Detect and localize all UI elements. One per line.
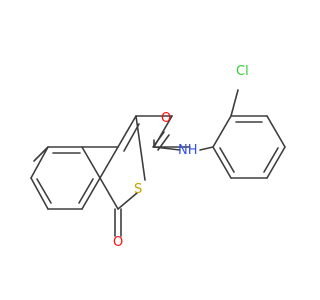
atom-label-s: S [134, 182, 142, 197]
molecule-diagram: Cl NH O S O [30, 64, 286, 250]
atom-label-o-amide: O [161, 111, 171, 126]
bond [152, 131, 165, 148]
bond [30, 177, 49, 210]
bond [123, 123, 140, 152]
bond [135, 115, 146, 181]
bond [117, 192, 138, 210]
bond [81, 177, 101, 210]
bond [263, 147, 279, 173]
structure-svg: Cl NH O S O [30, 64, 286, 250]
bond [230, 89, 239, 117]
bond [81, 146, 101, 179]
bond [78, 178, 94, 204]
bond [212, 146, 232, 179]
bond [33, 146, 49, 162]
atom-label-cl: Cl [236, 64, 249, 79]
bond [36, 178, 52, 204]
atom-label-o-carbonyl: O [113, 235, 123, 250]
bond [199, 146, 214, 151]
bond [153, 146, 181, 151]
bond [219, 147, 235, 173]
bond [212, 115, 232, 148]
bond [99, 146, 119, 179]
bond [117, 115, 137, 148]
bond [266, 146, 286, 179]
bond [30, 146, 49, 179]
bond [266, 115, 286, 148]
atom-label-nh: NH [178, 143, 198, 158]
bond [99, 177, 119, 210]
